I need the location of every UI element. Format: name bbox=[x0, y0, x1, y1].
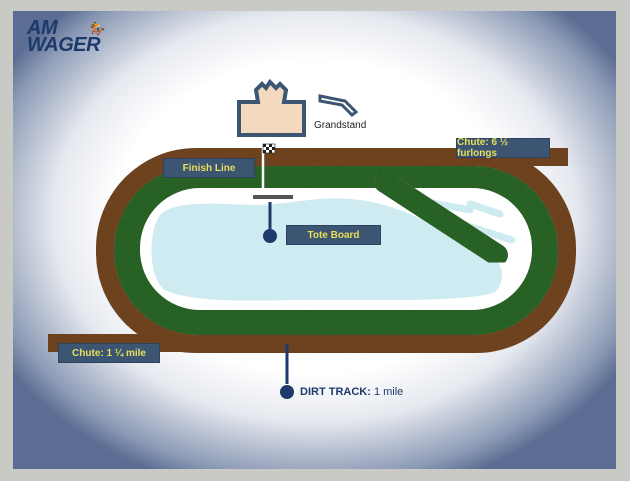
grandstand-label: Grandstand bbox=[314, 120, 367, 131]
chute-top-label: Chute: 6 ½ furlongs bbox=[456, 137, 550, 159]
chute-bottom-label: Chute: 1 ¼ mile bbox=[58, 343, 160, 363]
tote-board-label: Tote Board bbox=[286, 225, 381, 245]
grandstand-icon bbox=[237, 78, 359, 137]
turf-chute bbox=[374, 171, 508, 266]
dirt-track-pin-icon bbox=[280, 344, 294, 399]
dirt-track-value: 1 mile bbox=[373, 386, 404, 398]
dirt-track-label: DIRT TRACK: 1 mile bbox=[300, 386, 403, 398]
logo-line1: AM bbox=[27, 17, 58, 39]
infield-lake bbox=[151, 198, 503, 301]
dirt-track-title: DIRT TRACK: bbox=[300, 386, 371, 398]
tote-board-pin-icon bbox=[263, 202, 277, 243]
logo-line2: WAGER bbox=[27, 34, 101, 56]
am-wager-logo: AM WAGER 🏇 bbox=[27, 17, 105, 56]
horse-jockey-icon: 🏇 bbox=[89, 21, 105, 36]
tote-board-bar bbox=[253, 195, 293, 199]
checkered-flag-icon bbox=[261, 143, 276, 190]
finish-line-label: Finish Line bbox=[163, 158, 255, 178]
